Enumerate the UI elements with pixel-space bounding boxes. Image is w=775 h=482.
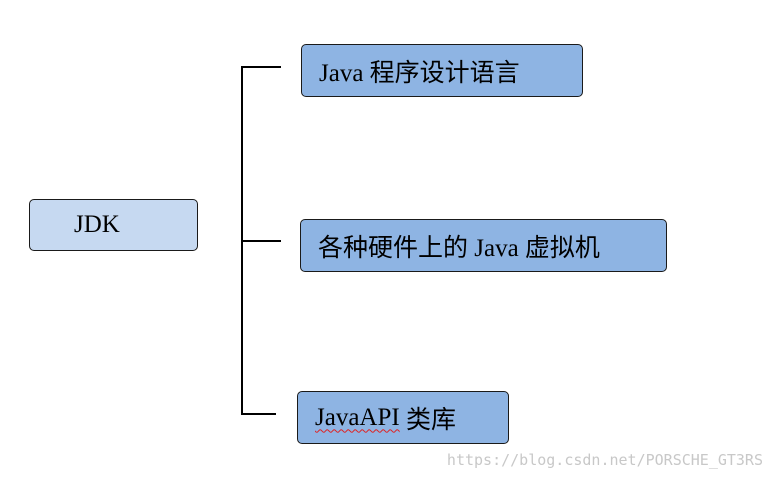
child-node-java-language: Java 程序设计语言 (301, 44, 583, 97)
child-node-label-main: JavaAPI (315, 403, 400, 431)
child-node-label-suffix: 类库 (399, 406, 456, 434)
child-node-label: Java 程序设计语言 (319, 59, 520, 87)
child-node-label: 各种硬件上的 Java 虚拟机 (318, 234, 600, 262)
watermark-url: https://blog.csdn.net/PORSCHE_GT3RS (446, 451, 763, 469)
child-node-java-api: JavaAPI 类库 (297, 391, 509, 444)
child-node-jvm: 各种硬件上的 Java 虚拟机 (300, 219, 667, 272)
root-node-jdk: JDK (29, 199, 198, 251)
root-node-label: JDK (74, 211, 120, 238)
